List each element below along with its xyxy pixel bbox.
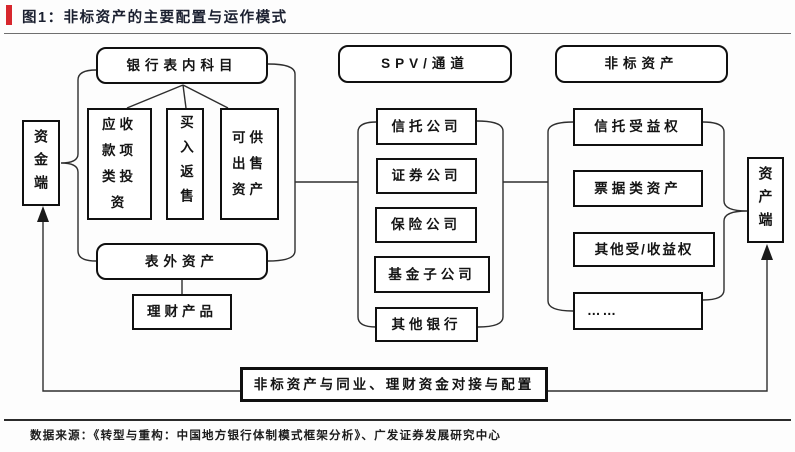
brace-spv-right	[476, 120, 504, 328]
node-other-beneficiary-rights: 其他受/收益权	[573, 232, 715, 267]
figure-title: 图1：非标资产的主要配置与运作模式	[22, 10, 288, 26]
title-divider-line	[4, 33, 791, 34]
brace-assets-left	[547, 121, 574, 312]
node-available-for-sale-assets: 可供出售资产	[220, 108, 279, 220]
node-non-standard-assets: 非标资产	[555, 45, 728, 83]
node-spv-channel: SPV/通道	[338, 45, 512, 83]
node-bank-on-balance-sheet: 银行表内科目	[96, 47, 268, 84]
node-bill-type-assets: 票据类资产	[573, 170, 703, 207]
node-receivables-investment: 应收款项类投资	[87, 108, 152, 220]
node-wealth-management-products: 理财产品	[132, 294, 232, 330]
brace-spv-left	[357, 121, 377, 328]
data-source-text: 数据来源：《转型与重构：中国地方银行体制模式框架分析》、广发证券发展研究中心	[30, 430, 502, 442]
node-other-banks: 其他银行	[375, 307, 478, 342]
node-securities-company: 证券公司	[376, 158, 477, 194]
node-buy-in-resale: 买入返售	[166, 108, 204, 220]
line-loop-left	[42, 221, 240, 392]
footer-divider-line	[4, 419, 791, 421]
node-off-balance-sheet-assets: 表外资产	[96, 243, 268, 280]
node-funding-side: 资金端	[22, 120, 60, 206]
arrowhead-up-asset-side	[761, 244, 773, 260]
node-ellipsis: ……	[573, 292, 703, 330]
node-insurance-company: 保险公司	[375, 207, 477, 243]
line-fan-right	[182, 84, 229, 109]
line-fan-middle	[182, 84, 187, 109]
line-loop-right	[548, 259, 768, 392]
title-accent-bar	[6, 5, 12, 25]
brace-assets-right	[702, 121, 748, 301]
node-trust-beneficiary-right: 信托受益权	[573, 108, 703, 146]
node-asset-side: 资产端	[747, 157, 784, 243]
arrowhead-up-funding-side	[37, 206, 49, 222]
brace-leftgroup-left	[60, 69, 97, 262]
node-bottom-banner: 非标资产与同业、理财资金对接与配置	[240, 367, 548, 402]
node-trust-company: 信托公司	[376, 108, 477, 145]
line-fan-left	[126, 84, 184, 109]
node-fund-subsidiary: 基金子公司	[374, 256, 490, 293]
brace-leftgroup-right	[267, 63, 296, 262]
